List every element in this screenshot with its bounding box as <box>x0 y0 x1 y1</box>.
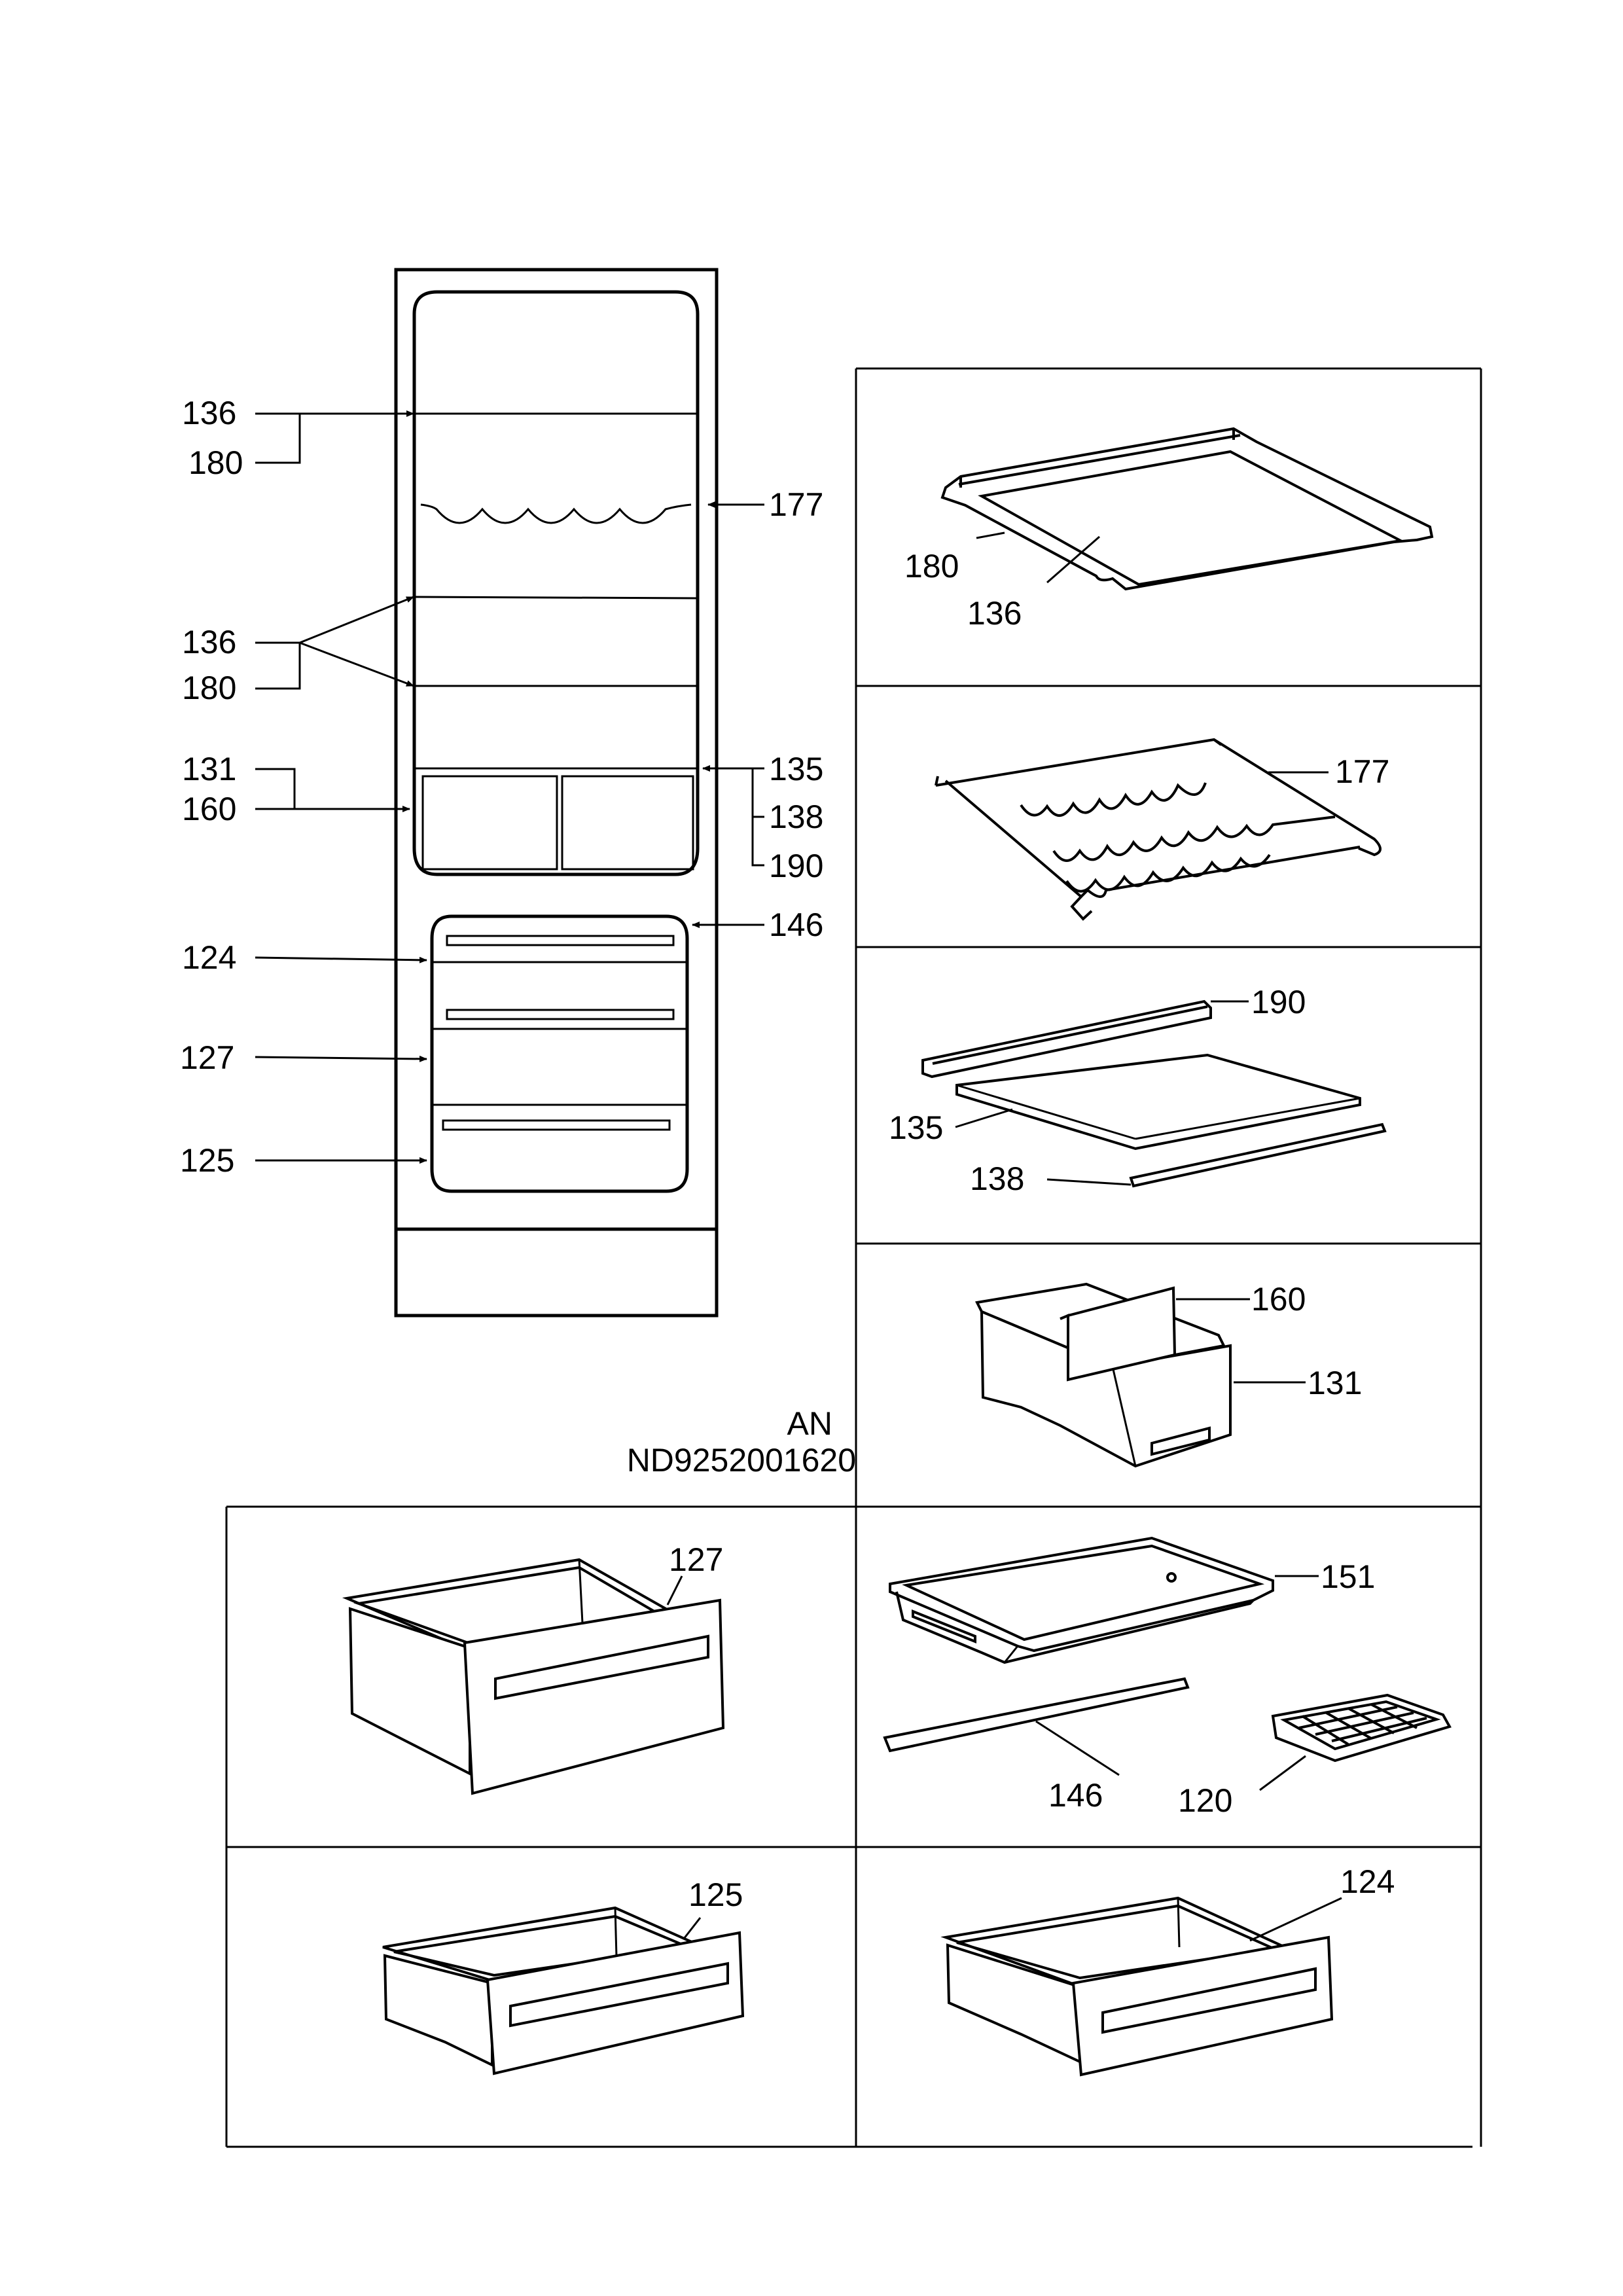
box-handle <box>1150 1426 1211 1456</box>
drip-tray-clip <box>912 1609 976 1643</box>
drawer-125-handle <box>509 1962 729 2028</box>
callout-136: 136 <box>967 595 1022 632</box>
drawer-127-front <box>463 1598 725 1795</box>
diagram-language-code: AN <box>787 1405 832 1442</box>
drawer-125-front <box>486 1931 745 2075</box>
wine-rack-wave-2 <box>1052 816 1336 862</box>
callout-131: 131 <box>1308 1365 1362 1401</box>
support-strip <box>883 1677 1190 1753</box>
callout-160: 160 <box>182 791 236 827</box>
callout-180: 180 <box>904 548 959 584</box>
callout-135: 135 <box>889 1109 943 1146</box>
callout-136: 136 <box>182 395 236 431</box>
front-trim-strip <box>1129 1122 1387 1188</box>
callout-146: 146 <box>769 906 823 943</box>
shelf-glass <box>978 450 1405 586</box>
ice-cube-tray <box>1271 1693 1452 1763</box>
fridge-compartment <box>412 290 700 876</box>
callout-180: 180 <box>182 670 236 706</box>
callout-190: 190 <box>1251 984 1306 1020</box>
freezer-handle-2 <box>446 1009 675 1020</box>
callout-135: 135 <box>769 751 823 787</box>
callout-160: 160 <box>1251 1281 1306 1318</box>
wine-rack-profile <box>420 503 692 524</box>
shelf-line-2 <box>415 596 697 600</box>
callout-120: 120 <box>1178 1782 1232 1819</box>
box-left <box>421 775 558 870</box>
wine-rack-frame <box>935 738 1382 857</box>
drip-tray-basin <box>902 1544 1265 1641</box>
panel-tray: 151 146 120 <box>883 1536 1452 1819</box>
callout-180: 180 <box>188 444 243 481</box>
callout-131: 131 <box>182 751 236 787</box>
callout-136: 136 <box>182 624 236 660</box>
panel-drawer-127: 127 <box>342 1541 725 1795</box>
callout-151: 151 <box>1321 1558 1375 1595</box>
callout-125: 125 <box>180 1142 234 1179</box>
drawer-124-handle <box>1101 1967 1317 2034</box>
shelf-frame <box>940 427 1434 591</box>
panel-drawer-125: 125 <box>382 1876 745 2075</box>
drawer-124-side <box>946 1943 1082 2064</box>
fridge-overview: 136 180 177 136 180 131 160 135 138 190 … <box>180 268 823 1318</box>
callout-138: 138 <box>769 798 823 835</box>
wine-rack-wave-3 <box>1065 853 1271 893</box>
wine-rack-wave-1 <box>1020 782 1207 817</box>
panel-glass-shelf: 190 135 138 <box>889 984 1387 1197</box>
callout-124: 124 <box>1340 1863 1395 1900</box>
callout-125: 125 <box>688 1876 743 1913</box>
panel-grid <box>225 367 1482 2148</box>
panel-drawer-124: 124 <box>940 1863 1395 2077</box>
callout-177: 177 <box>769 486 823 523</box>
freezer-handle-1 <box>446 935 675 946</box>
panel-wine-rack: 177 <box>935 738 1389 921</box>
callout-177: 177 <box>1335 753 1389 790</box>
diagram-part-number: ND9252001620 <box>627 1442 856 1479</box>
callout-138: 138 <box>970 1160 1024 1197</box>
callout-190: 190 <box>769 848 823 884</box>
panel-shelf: 180 136 <box>904 427 1434 632</box>
glass-shelf <box>955 1053 1361 1151</box>
drawer-125-side <box>383 1954 493 2068</box>
drawer-127-side <box>348 1607 471 1776</box>
freezer-handle-3 <box>442 1119 671 1131</box>
callout-146: 146 <box>1048 1777 1103 1814</box>
drawer-127-handle <box>494 1634 709 1700</box>
fridge-cabinet <box>394 268 719 1318</box>
freezer-compartment <box>430 914 689 1193</box>
panel-box: 160 131 <box>975 1281 1362 1468</box>
box-right <box>561 775 694 870</box>
drawer-124-front <box>1071 1935 1334 2077</box>
callout-127: 127 <box>669 1541 723 1578</box>
callout-124: 124 <box>182 939 236 976</box>
callout-127: 127 <box>180 1039 234 1076</box>
drip-tray-drain <box>1166 1572 1177 1583</box>
